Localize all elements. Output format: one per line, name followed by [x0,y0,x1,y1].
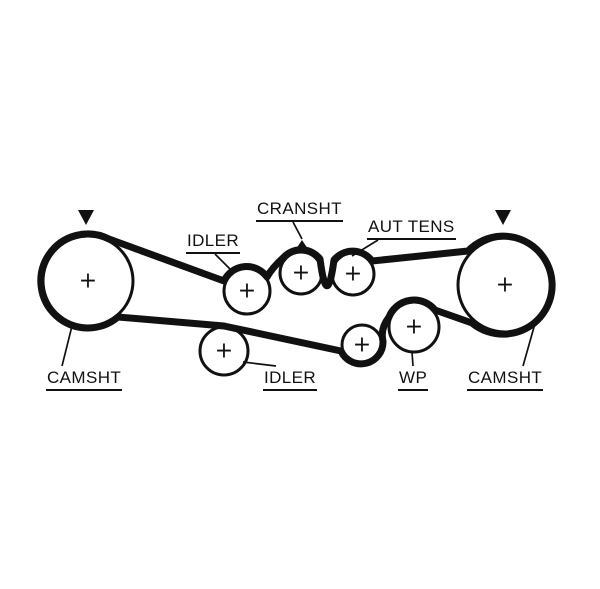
leader-idler-top [214,253,234,273]
label-water-pump: WP [398,368,429,391]
label-camshaft-left: CAMSHT [46,368,123,391]
leader-crankshaft [292,221,303,240]
leader-idler-bottom [242,361,277,367]
alignment-mark-left-icon [78,210,94,225]
label-idler-top: IDLER [186,231,241,254]
label-camshaft-right: CAMSHT [467,368,544,391]
center-mark-camshaft-right: + [496,273,514,298]
center-mark-water-pump: + [405,315,423,340]
center-mark-idler-bottom: + [215,339,233,364]
label-tensioner: AUT TENS [367,217,456,240]
center-mark-tensioner: + [344,262,362,287]
center-mark-crankshaft: + [292,261,310,286]
center-mark-idler-top: + [238,279,256,304]
leader-water-pump [411,351,414,367]
center-mark-camshaft-left: + [79,269,97,294]
leader-camshaft-left [61,321,74,367]
leader-camshaft-right [522,319,537,367]
alignment-mark-crank-icon [294,240,310,252]
leader-tensioner [351,239,379,257]
alignment-mark-right-icon [495,210,511,225]
label-idler-bottom: IDLER [263,368,318,391]
center-mark-idler-small: + [353,333,371,358]
label-crankshaft: CRANSHT [256,199,343,222]
